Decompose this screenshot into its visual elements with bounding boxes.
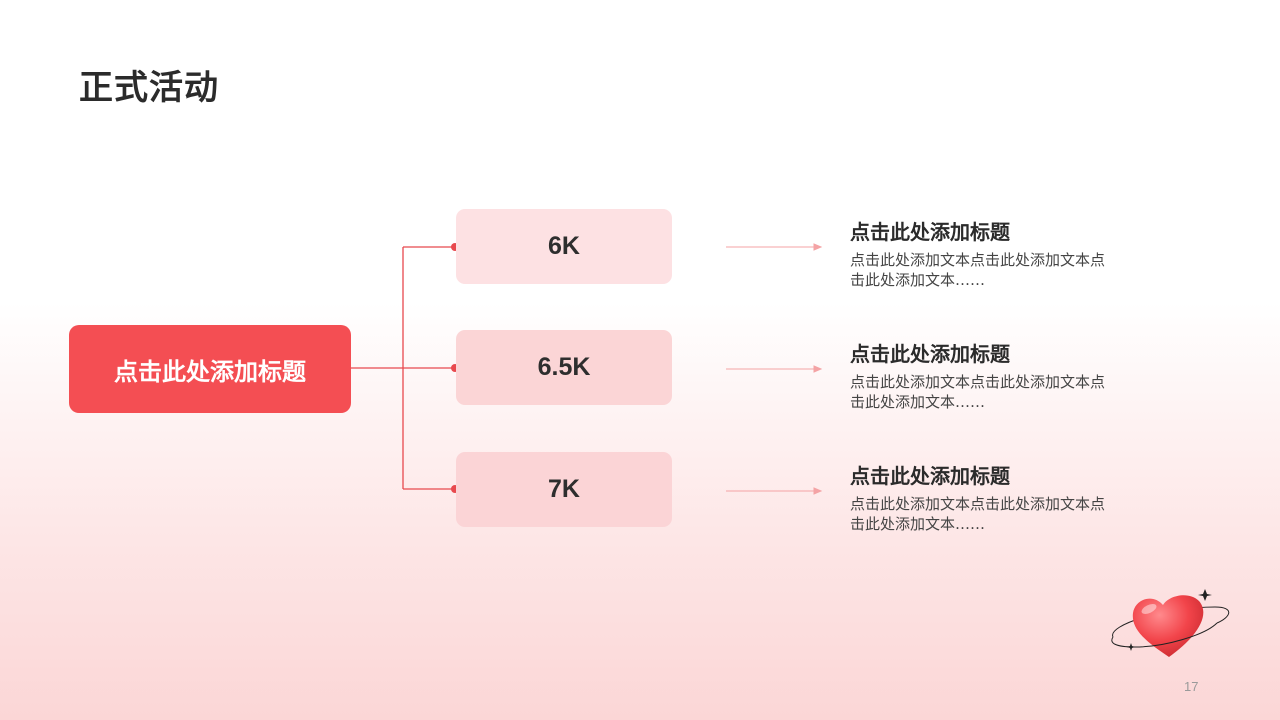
value-box-2[interactable]: 7K [456, 452, 672, 527]
description-title-2[interactable]: 点击此处添加标题 [850, 464, 1010, 488]
description-text-1[interactable]: 点击此处添加文本点击此处添加文本点击此处添加文本…… [850, 373, 1106, 411]
description-block-1: 点击此处添加标题 点击此处添加文本点击此处添加文本点击此处添加文本…… [850, 342, 1150, 412]
description-text-2[interactable]: 点击此处添加文本点击此处添加文本点击此处添加文本…… [850, 495, 1106, 533]
page-number: 17 [1184, 679, 1199, 694]
root-title-label: 点击此处添加标题 [114, 357, 306, 386]
arrow-head-0 [813, 243, 823, 251]
description-title-0[interactable]: 点击此处添加标题 [850, 220, 1010, 244]
page-title: 正式活动 [79, 68, 219, 108]
value-label-2: 7K [548, 475, 580, 503]
value-label-1: 6.5K [537, 353, 591, 381]
description-block-0: 点击此处添加标题 点击此处添加文本点击此处添加文本点击此处添加文本…… [850, 220, 1150, 290]
root-title-box[interactable]: 点击此处添加标题 [69, 325, 351, 413]
description-block-2: 点击此处添加标题 点击此处添加文本点击此处添加文本点击此处添加文本…… [850, 464, 1150, 534]
description-text-0[interactable]: 点击此处添加文本点击此处添加文本点击此处添加文本…… [850, 251, 1106, 289]
arrow-head-2 [813, 487, 823, 495]
value-label-0: 6K [548, 232, 580, 260]
value-box-1[interactable]: 6.5K [456, 330, 672, 405]
description-title-1[interactable]: 点击此处添加标题 [850, 342, 1010, 366]
value-box-0[interactable]: 6K [456, 209, 672, 284]
arrow-head-1 [813, 365, 823, 373]
heart-planet-icon [1111, 589, 1230, 657]
